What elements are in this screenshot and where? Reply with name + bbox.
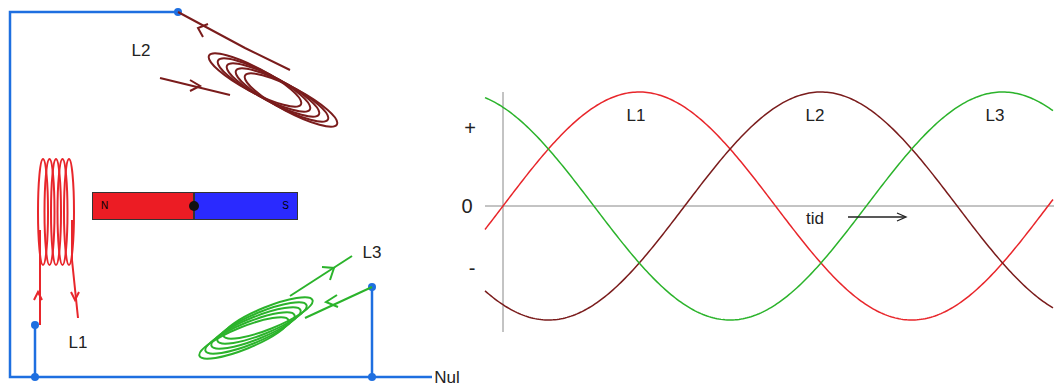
- neutral-label: Nul: [434, 369, 460, 386]
- axis-sign: +: [464, 118, 476, 138]
- phase-label: L3: [363, 244, 382, 261]
- curve-label: L3: [986, 107, 1005, 124]
- curve-label: L1: [627, 107, 646, 124]
- phase-label: L2: [132, 42, 151, 59]
- junction-dots: [31, 8, 376, 381]
- coil-l1: [34, 159, 79, 325]
- neutral-wires: [10, 12, 432, 377]
- magnet-south: S: [194, 192, 298, 220]
- pivot-dot: [189, 201, 199, 211]
- time-label: tid: [806, 210, 824, 227]
- axis-sign: -: [469, 258, 476, 278]
- wave-l3: [485, 92, 1053, 320]
- pole-letter: N: [101, 201, 108, 211]
- value-axis: [503, 92, 504, 332]
- curve-label: L2: [806, 107, 825, 124]
- time-arrow-head: [897, 213, 906, 221]
- time-arrow: [848, 216, 905, 217]
- wave-l2: [485, 92, 1053, 320]
- wave-l1: [485, 92, 1053, 320]
- coil-l2: [160, 12, 343, 135]
- pole-letter: S: [282, 201, 289, 211]
- time-axis: [485, 206, 1054, 207]
- magnet-north: N: [92, 192, 194, 220]
- axis-zero: 0: [461, 196, 472, 216]
- coil-l3: [195, 256, 372, 366]
- phase-label: L1: [69, 334, 88, 351]
